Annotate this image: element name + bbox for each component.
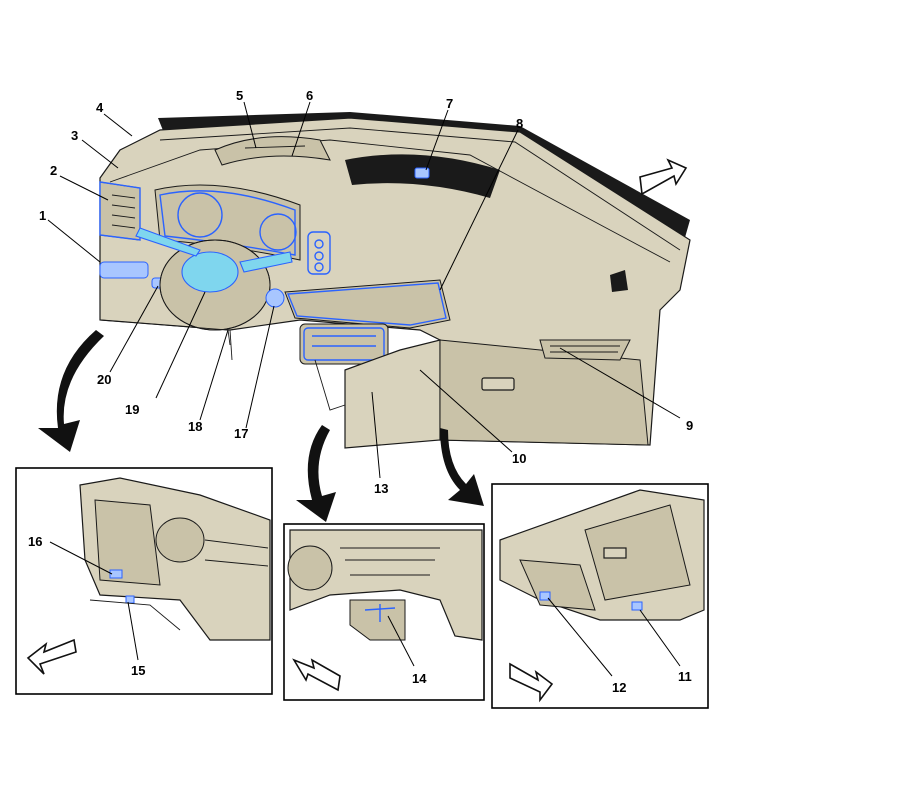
curved-view-arrow-icon: [296, 425, 336, 522]
callout-labels: 1 2 3 4 5 6 7 8 9 10 11 12 13 14 15 16 1…: [28, 88, 693, 695]
callout-17: 17: [234, 426, 248, 441]
curved-view-arrow-icon: [440, 428, 484, 506]
inset-right: [491, 483, 709, 709]
callout-7: 7: [446, 96, 453, 111]
callout-2: 2: [50, 163, 57, 178]
callout-16: 16: [28, 534, 42, 549]
callout-3: 3: [71, 128, 78, 143]
inset-left: [15, 467, 273, 695]
callout-14: 14: [412, 671, 427, 686]
callout-6: 6: [306, 88, 313, 103]
callout-18: 18: [188, 419, 202, 434]
callout-5: 5: [236, 88, 243, 103]
main-leader-lines: [47, 101, 681, 479]
main-dashboard-view: [99, 112, 691, 449]
curved-view-arrow-icon: [38, 330, 104, 452]
inset-center: [283, 523, 485, 701]
callout-1: 1: [39, 208, 46, 223]
direction-arrow-icon: [509, 662, 554, 703]
callout-15: 15: [131, 663, 145, 678]
direction-arrow-icon: [26, 638, 77, 675]
callout-12: 12: [612, 680, 626, 695]
callout-11: 11: [678, 669, 692, 684]
callout-20: 20: [97, 372, 111, 387]
callout-13: 13: [374, 481, 388, 496]
callout-4: 4: [96, 100, 104, 115]
callout-8: 8: [516, 116, 523, 131]
callout-10: 10: [512, 451, 526, 466]
direction-arrow-icon: [639, 158, 688, 196]
direction-arrow-icon: [292, 658, 341, 692]
callout-19: 19: [125, 402, 139, 417]
callout-9: 9: [686, 418, 693, 433]
